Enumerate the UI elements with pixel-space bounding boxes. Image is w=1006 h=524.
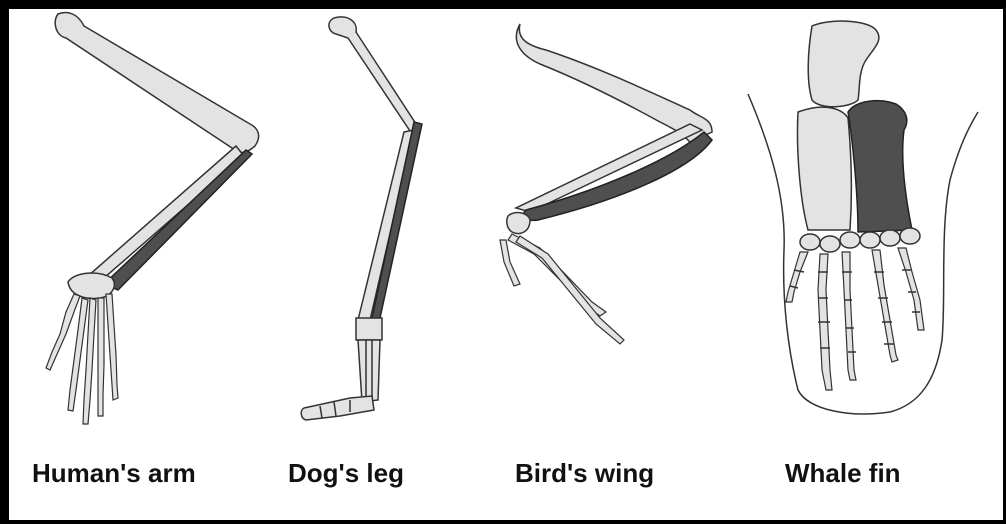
whale-fin-figure <box>748 21 978 414</box>
whale-radius <box>797 107 851 230</box>
dog-paw <box>301 396 374 420</box>
bird-wrist <box>507 213 530 234</box>
whale-digits <box>786 248 924 390</box>
dog-ulna <box>372 122 422 318</box>
label-dog-leg: Dog's leg <box>288 458 404 489</box>
dog-humerus <box>329 17 420 134</box>
dog-wrist <box>356 318 382 340</box>
human-fingers <box>46 294 118 424</box>
label-bird-wing: Bird's wing <box>515 458 654 489</box>
human-ulna <box>104 150 252 290</box>
bird-digits <box>500 234 624 344</box>
dog-metacarpals <box>358 340 380 402</box>
label-whale-fin: Whale fin <box>785 458 901 489</box>
bird-humerus <box>516 24 712 142</box>
bird-ulna <box>523 132 712 220</box>
human-radius <box>88 146 244 278</box>
dog-leg-figure <box>301 17 422 420</box>
human-arm-figure <box>46 13 259 425</box>
whale-ulna <box>848 101 912 232</box>
bird-wing-figure <box>500 24 712 344</box>
human-humerus <box>55 13 258 153</box>
whale-humerus <box>808 21 879 107</box>
label-human-arm: Human's arm <box>32 458 196 489</box>
